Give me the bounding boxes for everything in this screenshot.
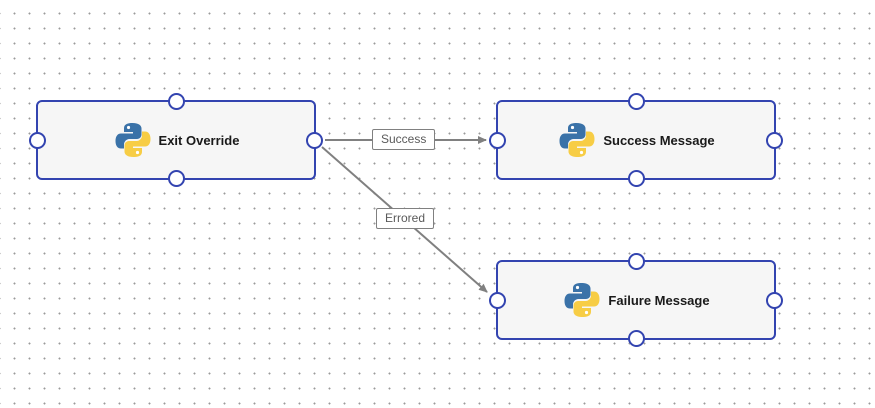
node-handle-bottom[interactable] bbox=[627, 330, 645, 347]
node-failure-message-content: Failure Message bbox=[562, 280, 710, 320]
node-handle-left[interactable] bbox=[489, 131, 506, 149]
node-handle-top[interactable] bbox=[627, 93, 645, 110]
python-icon bbox=[115, 123, 151, 157]
python-icon bbox=[559, 123, 595, 157]
node-handle-right[interactable] bbox=[766, 291, 783, 309]
python-icon bbox=[564, 283, 600, 317]
node-handle-right[interactable] bbox=[306, 131, 323, 149]
node-label: Exit Override bbox=[158, 132, 240, 148]
edge-label-errored[interactable]: Errored bbox=[376, 208, 435, 229]
edge-label-success[interactable]: Success bbox=[372, 129, 436, 150]
node-handle-top[interactable] bbox=[627, 253, 645, 270]
node-success-message-content: Success Message bbox=[557, 120, 715, 160]
node-exit-override[interactable]: Exit Override bbox=[29, 93, 323, 187]
node-handle-bottom[interactable] bbox=[627, 170, 645, 187]
node-exit-override-content: Exit Override bbox=[113, 120, 240, 160]
node-success-message[interactable]: Success Message bbox=[489, 93, 783, 187]
node-handle-bottom[interactable] bbox=[167, 170, 185, 187]
node-label: Failure Message bbox=[608, 292, 710, 308]
node-failure-message[interactable]: Failure Message bbox=[489, 253, 783, 347]
node-handle-left[interactable] bbox=[29, 131, 46, 149]
node-handle-top[interactable] bbox=[167, 93, 185, 110]
node-handle-right[interactable] bbox=[766, 131, 783, 149]
node-label: Success Message bbox=[603, 132, 715, 148]
node-handle-left[interactable] bbox=[489, 291, 506, 309]
